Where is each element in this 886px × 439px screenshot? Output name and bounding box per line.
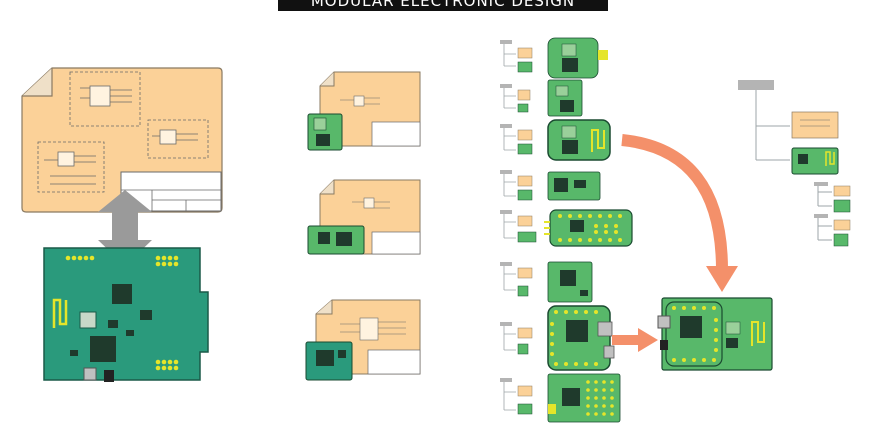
module-row-8 xyxy=(500,373,621,423)
module-row-2 xyxy=(500,79,583,117)
right-arrow-icon xyxy=(612,328,658,352)
module-schematic-1 xyxy=(307,71,421,151)
module-schematic-3 xyxy=(305,299,421,381)
module-row-5 xyxy=(500,209,633,247)
module-schematic-2 xyxy=(307,179,421,255)
double-arrow-icon xyxy=(98,190,152,266)
module-row-1 xyxy=(500,37,608,79)
curved-arrow-icon xyxy=(621,134,738,292)
combined-board xyxy=(657,297,773,371)
module-row-6 xyxy=(500,261,593,303)
schematic-sheet-large xyxy=(21,67,223,213)
hierarchy-tree xyxy=(738,80,851,247)
module-row-7 xyxy=(500,305,615,371)
module-list xyxy=(500,37,633,423)
module-row-3 xyxy=(500,119,611,161)
diagram-title: MODULAR ELECTRONIC DESIGN xyxy=(278,0,608,11)
module-row-4 xyxy=(500,170,601,201)
main-pcb-board xyxy=(43,247,209,382)
